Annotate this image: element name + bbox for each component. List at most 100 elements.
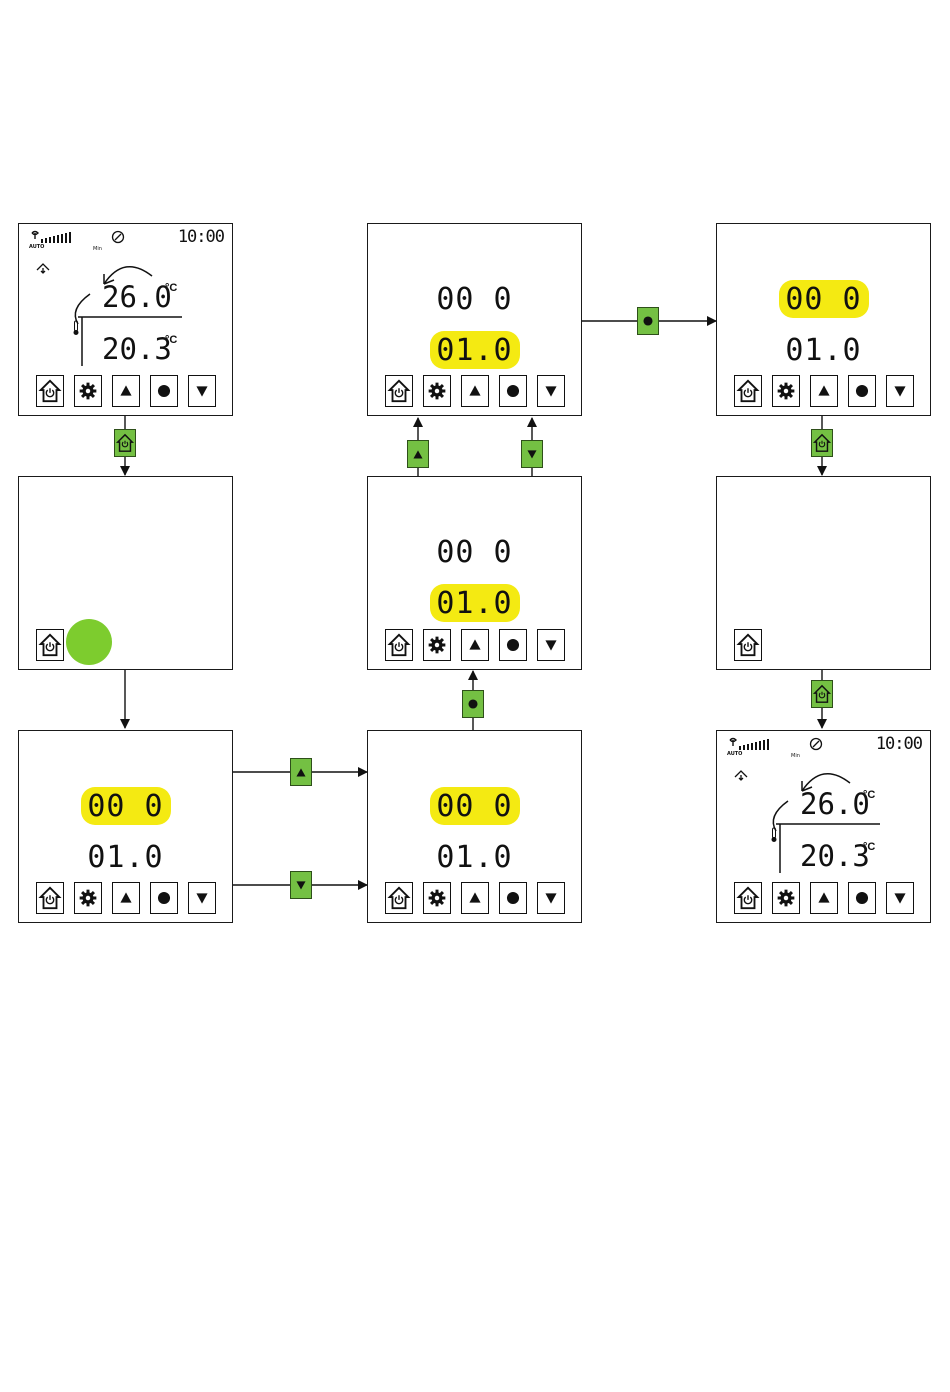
- select-button[interactable]: [150, 882, 178, 914]
- home-power-icon: [37, 630, 63, 660]
- settings-button[interactable]: [74, 882, 102, 914]
- down-button[interactable]: [537, 629, 565, 661]
- up-button[interactable]: [112, 375, 140, 407]
- down-key-marker: [290, 871, 312, 899]
- fan-mode-label: AUTO: [727, 751, 742, 757]
- up-triangle-icon: [408, 441, 428, 467]
- up-button[interactable]: [810, 882, 838, 914]
- settings-button[interactable]: [423, 882, 451, 914]
- up-key-marker: [407, 440, 429, 468]
- screen-code-line2-selected: 00 0 01.0: [367, 223, 582, 416]
- code-line-2-highlighted: 01.0: [368, 331, 581, 371]
- down-triangle-icon: [189, 376, 215, 406]
- dot-icon: [151, 376, 177, 406]
- speed-label: Min: [791, 753, 800, 759]
- select-button[interactable]: [499, 375, 527, 407]
- code-line-1-highlighted: 00 0: [717, 280, 930, 320]
- gear-icon: [75, 376, 101, 406]
- home-power-icon: [812, 681, 832, 707]
- settings-button[interactable]: [74, 375, 102, 407]
- dot-icon: [500, 376, 526, 406]
- up-button[interactable]: [461, 375, 489, 407]
- code-line-2: 01.0: [19, 838, 232, 878]
- speed-label: Min: [93, 246, 102, 252]
- select-button[interactable]: [499, 882, 527, 914]
- screen-home-start: AUTO Min 10:00 26.0 °C 20.3 °C: [18, 223, 233, 416]
- dot-icon: [500, 630, 526, 660]
- screen-code-line1-selected: 00 0 01.0: [716, 223, 931, 416]
- dot-icon: [463, 691, 483, 717]
- home-key-marker: [811, 680, 833, 708]
- dot-icon: [849, 376, 875, 406]
- dot-icon: [151, 883, 177, 913]
- home-power-button[interactable]: [36, 375, 64, 407]
- ventilation-icon: [36, 262, 50, 274]
- indoor-temp: 20.3: [800, 839, 870, 873]
- settings-button[interactable]: [423, 375, 451, 407]
- home-power-icon: [812, 430, 832, 456]
- settings-button[interactable]: [772, 375, 800, 407]
- select-button[interactable]: [499, 629, 527, 661]
- home-power-button[interactable]: [385, 375, 413, 407]
- home-power-button[interactable]: [734, 629, 762, 661]
- down-triangle-icon: [291, 872, 311, 898]
- select-button[interactable]: [848, 882, 876, 914]
- up-triangle-icon: [113, 376, 139, 406]
- dot-icon: [638, 308, 658, 334]
- up-key-marker: [290, 758, 312, 786]
- dot-icon: [849, 883, 875, 913]
- down-triangle-icon: [538, 376, 564, 406]
- filter-gauge-icon: [111, 230, 125, 244]
- home-power-button[interactable]: [734, 375, 762, 407]
- gear-icon: [773, 376, 799, 406]
- home-power-button[interactable]: [36, 629, 64, 661]
- home-power-icon: [735, 376, 761, 406]
- up-button[interactable]: [461, 629, 489, 661]
- up-triangle-icon: [291, 759, 311, 785]
- up-button[interactable]: [461, 882, 489, 914]
- code-line-1-highlighted: 00 0: [19, 787, 232, 827]
- settings-button[interactable]: [772, 882, 800, 914]
- ventilation-icon: [734, 769, 748, 781]
- down-triangle-icon: [887, 883, 913, 913]
- home-power-button[interactable]: [385, 882, 413, 914]
- down-triangle-icon: [887, 376, 913, 406]
- up-triangle-icon: [462, 376, 488, 406]
- down-triangle-icon: [538, 630, 564, 660]
- screen-code-line2-selected-b: 00 0 01.0: [367, 476, 582, 670]
- down-button[interactable]: [537, 882, 565, 914]
- down-button[interactable]: [886, 375, 914, 407]
- thermometer-icon: [770, 827, 778, 843]
- gear-icon: [424, 376, 450, 406]
- up-triangle-icon: [811, 883, 837, 913]
- home-power-icon: [735, 630, 761, 660]
- screen-home-end: AUTO Min 10:00 26.0 °C 20.3 °C: [716, 730, 931, 923]
- up-triangle-icon: [462, 630, 488, 660]
- outdoor-temp-unit: °C: [165, 282, 177, 294]
- home-power-button[interactable]: [36, 882, 64, 914]
- up-button[interactable]: [810, 375, 838, 407]
- outdoor-temp: 26.0: [800, 787, 870, 821]
- settings-button[interactable]: [423, 629, 451, 661]
- outdoor-temp: 26.0: [102, 280, 172, 314]
- code-line-2: 01.0: [717, 331, 930, 371]
- gear-icon: [424, 883, 450, 913]
- fan-mode-label: AUTO: [29, 244, 44, 250]
- dot-icon: [500, 883, 526, 913]
- home-power-button[interactable]: [734, 882, 762, 914]
- screen-code-line1-adjusted: 00 0 01.0: [367, 730, 582, 923]
- gear-icon: [75, 883, 101, 913]
- code-line-2-highlighted: 01.0: [368, 584, 581, 624]
- code-line-2: 01.0: [368, 838, 581, 878]
- select-button[interactable]: [848, 375, 876, 407]
- indoor-temp-unit: °C: [863, 841, 875, 853]
- down-button[interactable]: [886, 882, 914, 914]
- select-button[interactable]: [150, 375, 178, 407]
- down-button[interactable]: [188, 375, 216, 407]
- up-button[interactable]: [112, 882, 140, 914]
- down-triangle-icon: [522, 441, 542, 467]
- down-button[interactable]: [537, 375, 565, 407]
- home-key-marker: [811, 429, 833, 457]
- down-button[interactable]: [188, 882, 216, 914]
- home-power-button[interactable]: [385, 629, 413, 661]
